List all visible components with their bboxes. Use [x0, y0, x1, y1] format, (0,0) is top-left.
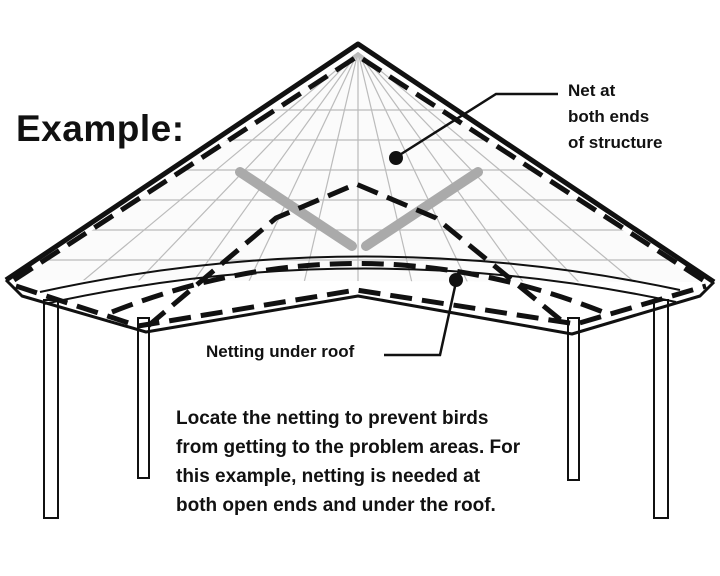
callout-line: both ends	[568, 107, 650, 126]
post-left-inner	[137, 317, 150, 479]
diagram-caption: Locate the netting to prevent birds from…	[176, 404, 596, 520]
caption-line: both open ends and under the roof.	[176, 495, 496, 516]
caption-line: from getting to the problem areas. For	[176, 437, 521, 458]
under-roof-netting	[111, 181, 609, 328]
post-right-inner	[567, 317, 580, 481]
roof-outline	[4, 41, 716, 336]
post-right-outer	[653, 299, 669, 519]
leader-netting-under	[384, 273, 463, 357]
callout-net-at-ends: Net at both ends of structure	[568, 78, 662, 156]
post-left-outer	[43, 299, 59, 519]
truss-braces	[235, 167, 483, 251]
callout-netting-under-roof: Netting under roof	[206, 342, 355, 361]
caption-line: Locate the netting to prevent birds	[176, 408, 489, 429]
caption-line: this example, netting is needed at	[176, 466, 481, 487]
diagram-title: Example:	[16, 108, 185, 149]
callout-line: of structure	[568, 133, 663, 152]
end-netting	[12, 53, 708, 329]
leader-net-ends	[389, 92, 558, 165]
tie-beam	[39, 255, 681, 293]
gable-face	[18, 52, 700, 282]
callout-line: Net at	[568, 81, 616, 100]
support-posts	[43, 299, 669, 519]
